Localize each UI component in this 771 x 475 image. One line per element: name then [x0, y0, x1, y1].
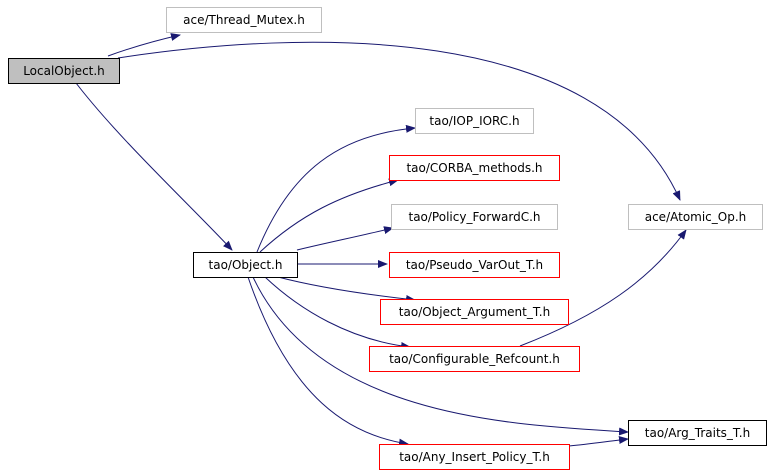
node-label: ace/Thread_Mutex.h — [183, 13, 305, 27]
edge-object_h-to-object_argument — [277, 276, 416, 303]
edge-local_object-to-atomic_op — [117, 41, 681, 201]
node-label: tao/Object_Argument_T.h — [399, 305, 550, 319]
edge-object_h-to-arg_traits — [252, 276, 629, 436]
node-label: LocalObject.h — [23, 64, 105, 78]
node-box — [391, 204, 558, 230]
node-label: tao/CORBA_methods.h — [406, 161, 542, 175]
node-label: tao/Policy_ForwardC.h — [408, 210, 540, 224]
node-local-object[interactable]: LocalObject.h — [8, 58, 120, 84]
edge-local_object-to-thread_mutex — [107, 33, 181, 57]
node-atomic-op[interactable]: ace/Atomic_Op.h — [628, 204, 763, 230]
node-label: ace/Atomic_Op.h — [645, 210, 747, 224]
node-configurable-refcount[interactable]: tao/Configurable_Refcount.h — [369, 346, 580, 372]
edge-layer — [75, 33, 687, 447]
node-label: tao/Object.h — [209, 258, 283, 272]
node-box — [389, 155, 560, 181]
node-pseudo-varout[interactable]: tao/Pseudo_VarOut_T.h — [389, 252, 560, 278]
node-any-insert-policy[interactable]: tao/Any_Insert_Policy_T.h — [379, 444, 570, 470]
edge-any_insert_policy-to-arg_traits — [568, 436, 629, 447]
node-thread-mutex[interactable]: ace/Thread_Mutex.h — [166, 7, 322, 33]
node-box — [415, 108, 534, 134]
node-corba-methods[interactable]: tao/CORBA_methods.h — [389, 155, 560, 181]
node-box — [628, 420, 767, 446]
node-box — [389, 252, 560, 278]
node-policy-forwardc[interactable]: tao/Policy_ForwardC.h — [391, 204, 558, 230]
edge-object_h-to-corba_methods — [259, 178, 399, 253]
node-label: tao/Configurable_Refcount.h — [389, 352, 560, 366]
edge-configurable_refcount-to-atomic_op — [519, 229, 687, 347]
edge-object_h-to-iop_iorc — [256, 124, 416, 253]
node-arg-traits[interactable]: tao/Arg_Traits_T.h — [628, 420, 767, 446]
node-box — [628, 204, 763, 230]
node-label: tao/Any_Insert_Policy_T.h — [399, 450, 550, 464]
node-box — [166, 7, 322, 33]
node-label: tao/IOP_IORC.h — [429, 114, 519, 128]
node-object-h[interactable]: tao/Object.h — [193, 252, 298, 278]
node-box — [380, 299, 569, 325]
edge-object_h-to-any_insert_policy — [247, 276, 409, 447]
node-box — [193, 252, 298, 278]
node-iop-iorc[interactable]: tao/IOP_IORC.h — [415, 108, 534, 134]
node-label: tao/Pseudo_VarOut_T.h — [406, 258, 543, 272]
edge-object_h-to-policy_forwardc — [296, 226, 394, 251]
edge-local_object-to-object_h — [75, 82, 233, 251]
node-box — [379, 444, 570, 470]
node-box — [369, 346, 580, 372]
node-layer: LocalObject.h ace/Thread_Mutex.h ace/Atomi… — [8, 7, 767, 470]
node-box — [8, 58, 120, 84]
node-label: tao/Arg_Traits_T.h — [645, 426, 750, 440]
node-object-argument[interactable]: tao/Object_Argument_T.h — [380, 299, 569, 325]
edge-object_h-to-configurable_refcount — [264, 276, 411, 350]
